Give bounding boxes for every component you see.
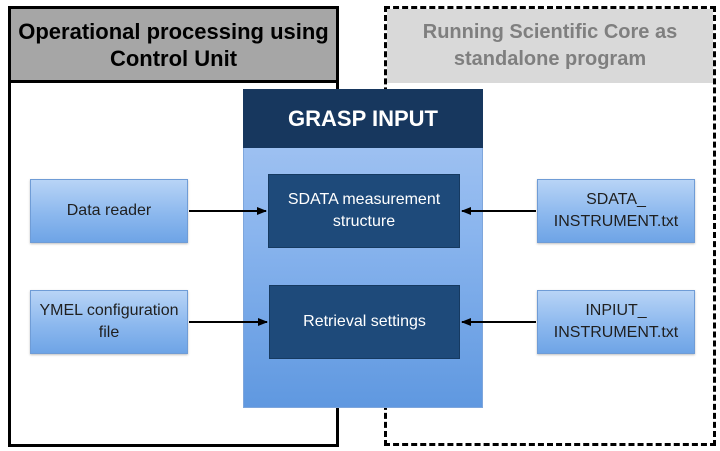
retrieval-settings-box: Retrieval settings [269,285,460,359]
data-reader-box: Data reader [30,179,188,243]
sdata-instrument-file-box: SDATA_ INSTRUMENT.txt [537,179,695,243]
operational-processing-panel: Operational processing using Control Uni… [8,6,339,447]
operational-processing-title: Operational processing using Control Uni… [11,9,336,83]
standalone-program-title: Running Scientific Core as standalone pr… [387,9,713,83]
sdata-measurement-structure-box: SDATA measurement structure [268,174,460,248]
grasp-input-title: GRASP INPUT [243,89,483,148]
input-instrument-file-box: INPIUT_ INSTRUMENT.txt [537,290,695,354]
standalone-program-panel: Running Scientific Core as standalone pr… [384,6,716,446]
ymel-configuration-file-box: YMEL configuration file [30,290,188,354]
